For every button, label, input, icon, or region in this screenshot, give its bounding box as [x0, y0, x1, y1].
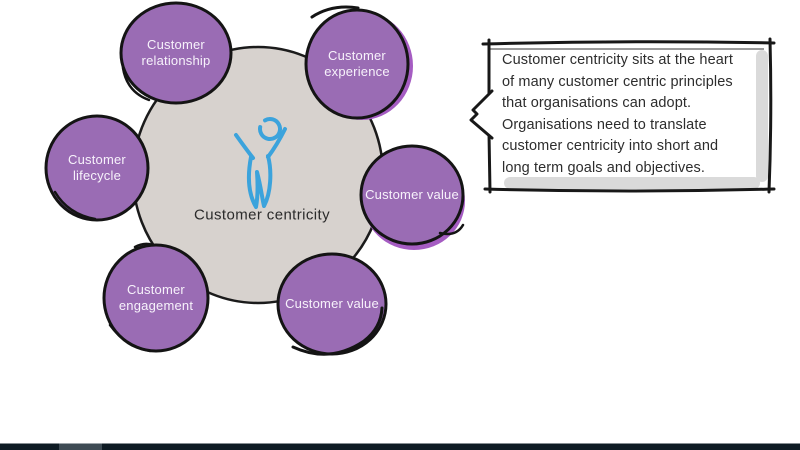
callout-line: Customer centricity sits at the heart [502, 52, 733, 68]
bottom-bar [0, 443, 800, 450]
node-label-customer-value-right: Customer value [365, 187, 459, 202]
bubble-inner-shadow-right [756, 50, 768, 182]
node-customer-experience [304, 5, 413, 120]
node-label-customer-relationship: Customer relationship [141, 37, 211, 68]
callout-line: customer centricity into short and [502, 138, 719, 154]
bubble-tail [471, 90, 492, 139]
node-customer-value-right [359, 144, 465, 250]
node-customer-value-bottom [276, 252, 388, 356]
callout-line: that organisations can adopt. [502, 95, 692, 111]
node-label-customer-experience: Customer experience [324, 48, 390, 79]
hub-label: Customer centricity [194, 206, 330, 224]
callout-line: of many customer centric principles [502, 73, 733, 90]
callout-line: Organisations need to translate [502, 116, 707, 133]
speech-bubble [469, 37, 776, 194]
callout-line: long term goals and objectives. [502, 159, 705, 176]
node-customer-relationship [119, 1, 233, 105]
node-label-customer-lifecycle: Customer lifecycle [68, 152, 126, 183]
person-arms-raised-icon [234, 117, 287, 209]
bubble-inner-shadow-bottom [504, 177, 760, 189]
callout-text: Customer centricity sits at the heart of… [502, 50, 764, 179]
node-label-customer-value-bottom: Customer value [285, 296, 379, 311]
node-customer-lifecycle [44, 114, 150, 222]
bottom-bar-light-segment [59, 443, 102, 450]
node-label-customer-engagement: Customer engagement [118, 282, 194, 313]
node-customer-engagement [102, 242, 210, 353]
